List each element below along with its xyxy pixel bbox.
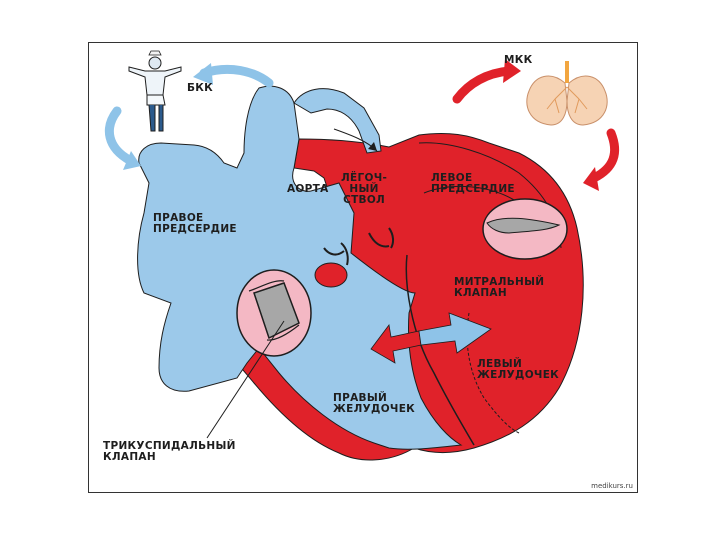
heart-illustration (105, 50, 620, 461)
tricuspid-pointer-line (206, 320, 285, 439)
red-arrow-top-head (503, 59, 521, 83)
label-tricuspid-valve: ТРИКУСПИДАЛЬНЫЙ КЛАПАН (103, 440, 236, 463)
person-icon (128, 50, 182, 132)
label-mkk: МКК (504, 54, 533, 66)
red-arrow-right-head (583, 167, 599, 191)
red-arrow-right (589, 128, 620, 183)
label-left-ventricle: ЛЕВЫЙ ЖЕЛУДОЧЕК (477, 358, 560, 381)
aortic-valve-lines (323, 227, 395, 266)
septum-line (405, 254, 475, 446)
lungs-icon (526, 61, 608, 126)
right-heart-blue (137, 85, 463, 450)
label-mitral-valve: МИТРАЛЬНЫЙ КЛАПАН (454, 276, 545, 299)
label-aorta: АОРТА (287, 183, 329, 195)
label-right-ventricle: ПРАВЫЙ ЖЕЛУДОЧЕК (333, 392, 416, 415)
label-left-atrium: ЛЕВОЕ ПРЕДСЕРДИЕ (431, 172, 515, 195)
blue-arrow-top (199, 64, 274, 88)
label-bkk: БКК (187, 82, 214, 94)
left-ventricle-inner (466, 312, 520, 434)
watermark: medikurs.ru (591, 482, 633, 490)
heart-diagram: БКК МКК АОРТА ЛЁГОЧ- НЫЙ СТВОЛ ЛЕВОЕ ПРЕ… (88, 42, 638, 493)
blue-arrow-left-head (123, 151, 141, 170)
red-valve-blob (314, 262, 348, 288)
label-right-atrium: ПРАВОЕ ПРЕДСЕРДИЕ (153, 212, 237, 235)
blue-arrow-left (105, 106, 136, 166)
mitral-valve (482, 198, 568, 260)
pulmonary-trunk-vessel (293, 88, 382, 154)
tricuspid-valve (236, 269, 312, 357)
red-arrow-top (452, 66, 514, 104)
label-pulmonary-trunk: ЛЁГОЧ- НЫЙ СТВОЛ (341, 172, 388, 206)
blue-arrow-top-head (193, 63, 213, 85)
ventricle-double-arrow (370, 312, 492, 364)
